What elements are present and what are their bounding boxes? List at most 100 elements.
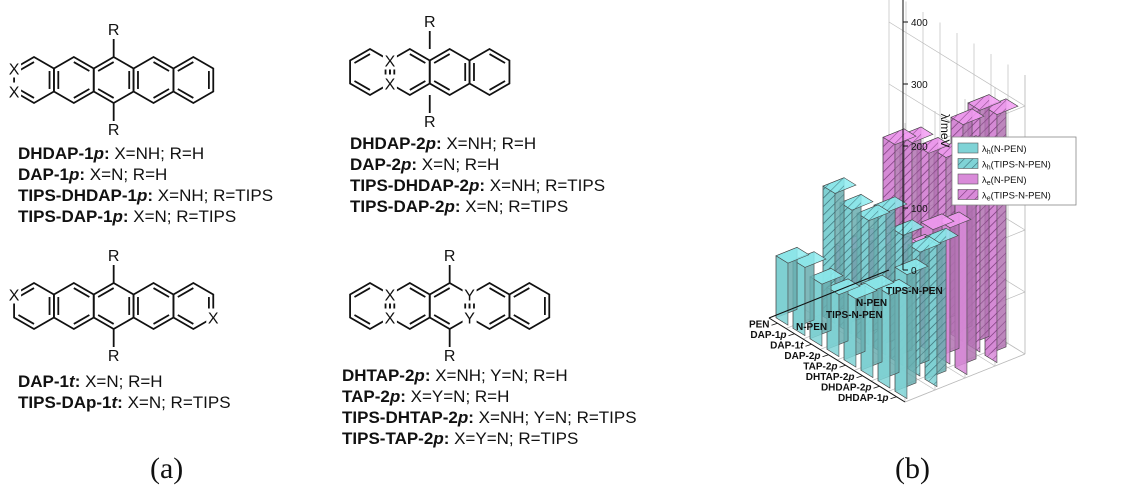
molecule-tap-2p-bond bbox=[354, 314, 371, 325]
bar-h-npen-0-top bbox=[894, 258, 929, 275]
molecule-dap-2p-bond bbox=[433, 80, 451, 91]
caption-DHDAP-1p: DHDAP-1p: X=NH; R=H bbox=[18, 144, 205, 163]
category-label-1: DHDAP-2p bbox=[821, 382, 872, 393]
molecule-dap-1p-bond bbox=[73, 61, 90, 72]
molecule-tap-2p-ring-4 bbox=[508, 281, 551, 331]
z-tick-label: 400 bbox=[911, 18, 928, 29]
z-tick-label: 0 bbox=[911, 266, 917, 277]
category-tick bbox=[873, 385, 880, 389]
molecule-dap-1t-label-bg bbox=[206, 308, 221, 327]
category-tick bbox=[805, 343, 812, 347]
molecule-tap-2p-label-bg bbox=[462, 308, 477, 327]
molecule-tap-2p-atom-label-1: X bbox=[385, 311, 396, 328]
legend-label-0: λh(N-PEN) bbox=[982, 144, 1027, 156]
molecule-dap-1t-ring-4 bbox=[172, 281, 215, 331]
caption-TAP-2p: TAP-2p: X=Y=N; R=H bbox=[342, 387, 510, 406]
legend-label-2: λe(N-PEN) bbox=[982, 175, 1027, 187]
category-tick bbox=[771, 322, 778, 326]
molecule-dap-1p-bond bbox=[73, 88, 90, 99]
molecule-tap-2p-r-label-0: R bbox=[444, 248, 456, 265]
caption-DAP-1p: DAP-1p: X=N; R=H bbox=[18, 165, 168, 184]
legend: λh(N-PEN)λh(TIPS-N-PEN)λe(N-PEN)λe(TIPS-… bbox=[951, 136, 1077, 206]
bar-e-npen-2-top bbox=[920, 213, 955, 230]
panel-b-label: (b) bbox=[895, 452, 930, 485]
molecule-dap-2p-ring-2 bbox=[428, 47, 471, 97]
molecule-dap-1t-bond bbox=[97, 287, 115, 298]
molecule-dap-2p-r-label-0: R bbox=[424, 14, 436, 31]
category-tick bbox=[856, 375, 863, 379]
legend-swatch-2 bbox=[957, 173, 979, 185]
molecule-dap-1t-ring-3 bbox=[132, 281, 175, 331]
molecule-dap-1t-bond bbox=[153, 287, 170, 298]
bar-h-npen-7 bbox=[775, 246, 810, 326]
molecule-dap-1t-bond bbox=[18, 314, 35, 325]
molecule-dap-2p-bond bbox=[489, 80, 506, 91]
molecule-dap-1p-r-label-0: R bbox=[108, 22, 120, 39]
molecule-dap-1p-bond bbox=[153, 88, 170, 99]
3d-bar-chart: 0100200300400λ/meVDHDAP-1pDHDAP-2pDHTAP-… bbox=[749, 0, 1077, 404]
molecule-dap-1p-atom-label-0: X bbox=[9, 62, 20, 79]
molecule-dap-1p-label-bg bbox=[7, 59, 22, 78]
molecule-dap-1p-label-bg bbox=[7, 82, 22, 101]
depth-label-3: TIPS-N-PEN bbox=[886, 286, 943, 297]
category-axis-line bbox=[768, 317, 906, 403]
molecule-tap-2p-bond bbox=[354, 287, 371, 298]
molecule-dap-1t-bond bbox=[153, 314, 170, 325]
molecule-dap-1t-bond bbox=[177, 314, 194, 325]
molecule-dap-2p-bond bbox=[433, 53, 451, 64]
bar-h-tips-0-hatch-side bbox=[925, 228, 947, 380]
molecule-dap-1t-bond bbox=[73, 287, 90, 298]
molecule-dap-1t-atom-label-0: X bbox=[9, 288, 20, 305]
molecule-tap-2p-label-bg bbox=[382, 308, 397, 327]
category-label-0: DHDAP-1p bbox=[838, 393, 889, 404]
legend-hatch-3 bbox=[958, 189, 978, 200]
molecule-dap-1p-bond bbox=[97, 61, 115, 72]
caption-DHDAP-2p: DHDAP-2p: X=NH; R=H bbox=[350, 134, 537, 153]
category-label-6: DAP-1p bbox=[750, 330, 786, 341]
molecule-tap-2p-atom-label-2: Y bbox=[464, 288, 475, 305]
molecule-dap-2p-bond bbox=[409, 80, 426, 91]
molecule-tap-2p-bond bbox=[409, 287, 426, 298]
legend-label-3: λe(TIPS-N-PEN) bbox=[982, 191, 1051, 203]
caption-DAP-1t: DAP-1t: X=N; R=H bbox=[18, 372, 163, 391]
molecule-dap-2p-ring-3 bbox=[468, 47, 511, 97]
category-tick bbox=[890, 396, 897, 400]
caption-TIPS-DAp-1t: TIPS-DAp-1t: X=N; R=TIPS bbox=[18, 393, 231, 412]
caption-DHTAP-2p: DHTAP-2p: X=NH; Y=N; R=H bbox=[342, 366, 568, 385]
legend-hatch-1 bbox=[958, 158, 978, 169]
caption-TIPS-DHTAP-2p: TIPS-DHTAP-2p: X=NH; Y=N; R=TIPS bbox=[342, 408, 637, 427]
molecule-dap-1t-label-bg bbox=[7, 285, 22, 304]
category-label-3: TAP-2p bbox=[803, 361, 837, 372]
bar-h-npen-7-top bbox=[775, 247, 810, 264]
category-label-4: DAP-2p bbox=[784, 351, 820, 362]
molecule-dap-2p-bond bbox=[409, 53, 426, 64]
molecule-dap-1t-r-label-1: R bbox=[108, 348, 120, 365]
molecule-dap-1p-r-label-1: R bbox=[108, 122, 120, 139]
caption-TIPS-DHDAP-1p: TIPS-DHDAP-1p: X=NH; R=TIPS bbox=[18, 186, 274, 205]
molecule-dap-2p-label-bg bbox=[382, 74, 397, 93]
legend-swatch-0 bbox=[957, 142, 979, 154]
molecule-tap-2p-bond bbox=[489, 314, 506, 325]
molecule-tap-2p-label-bg bbox=[382, 285, 397, 304]
category-label-2: DHTAP-2p bbox=[806, 372, 855, 383]
molecule-tap-2p-bond bbox=[433, 287, 451, 298]
molecule-tap-2p-bond bbox=[409, 314, 426, 325]
molecule-dap-1p-ring-1 bbox=[53, 55, 95, 105]
caption-TIPS-DHDAP-2p: TIPS-DHDAP-2p: X=NH; R=TIPS bbox=[350, 176, 606, 195]
molecule-dap-2p-atom-label-0: X bbox=[385, 54, 396, 71]
molecule-tap-2p-bond bbox=[513, 314, 530, 325]
molecule-tap-2p-label-bg bbox=[462, 285, 477, 304]
z-tick-label: 200 bbox=[911, 142, 928, 153]
molecule-dap-1p-atom-label-1: X bbox=[9, 85, 20, 102]
molecule-dap-2p-r-label-1: R bbox=[424, 114, 436, 131]
molecule-tap-2p-bond bbox=[489, 287, 506, 298]
molecule-dap-2p-bond bbox=[354, 53, 371, 64]
depth-label-1: TIPS-N-PEN bbox=[826, 310, 883, 321]
z-axis-title: λ/meV bbox=[938, 113, 952, 147]
caption-DAP-2p: DAP-2p: X=N; R=H bbox=[350, 155, 500, 174]
molecule-dap-1t-atom-label-1: X bbox=[208, 311, 219, 328]
